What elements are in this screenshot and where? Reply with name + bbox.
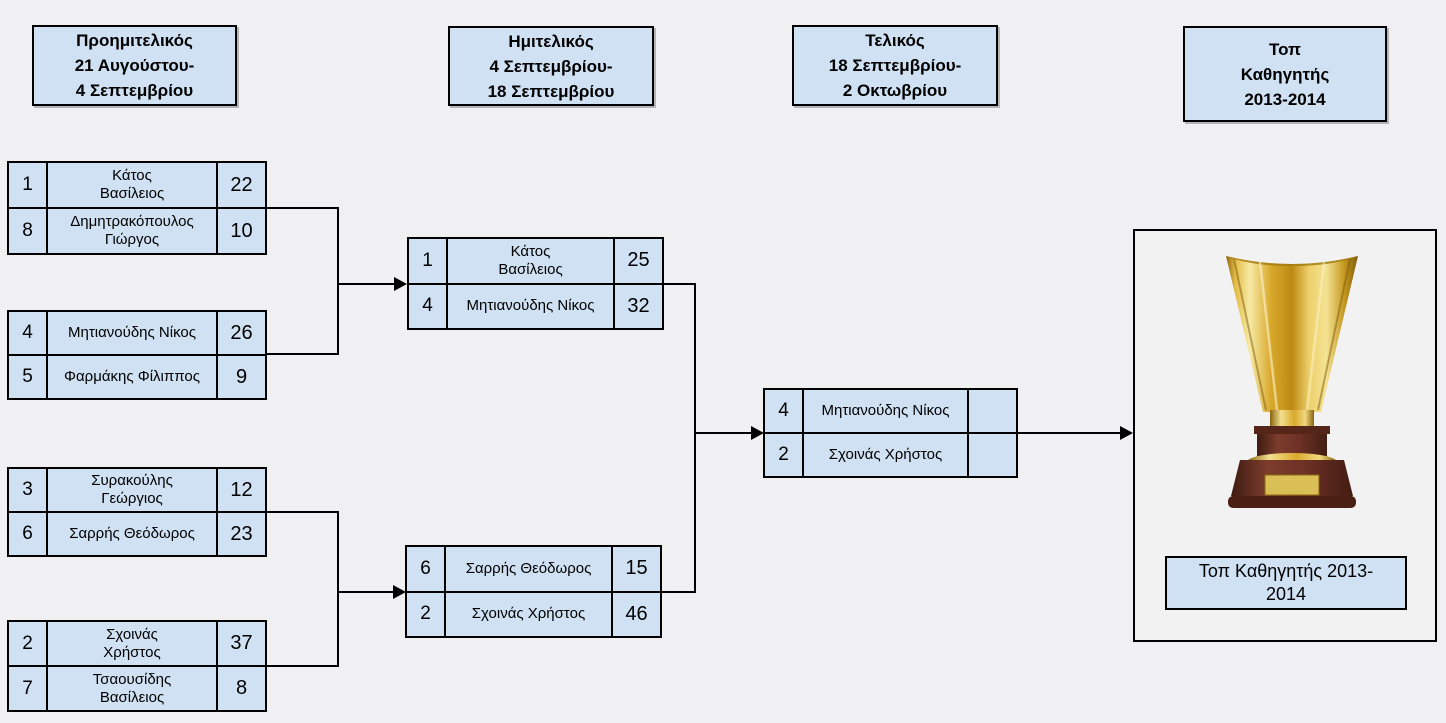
player-score: 26 <box>216 312 265 354</box>
player-name: Σχοινάς Χρήστος <box>103 625 161 661</box>
player-seed: 4 <box>765 390 804 432</box>
match-row: 7 Τσαουσίδης Βασίλειος 8 <box>9 665 265 710</box>
player-seed: 4 <box>9 312 48 354</box>
header-final-round: Τελικός 18 Σεπτεμβρίου- 2 Οκτωβρίου <box>792 25 998 106</box>
match-row: 6 Σαρρής Θεόδωρος 15 <box>407 547 660 591</box>
match-row: 2 Σχοινάς Χρήστος <box>765 432 1016 476</box>
player-seed: 6 <box>407 547 446 591</box>
player-score: 25 <box>613 239 662 283</box>
player-score: 23 <box>216 513 265 555</box>
player-seed: 1 <box>9 163 48 207</box>
player-name: Κάτος Βασίλειος <box>498 242 563 278</box>
player-score: 15 <box>611 547 660 591</box>
match-row: 2 Σχοινάς Χρήστος 46 <box>407 590 660 636</box>
player-score: 10 <box>216 209 265 253</box>
player-score <box>967 434 1016 476</box>
player-name: Τσαουσίδης Βασίλειος <box>92 670 172 706</box>
champion-panel: Τοπ Καθηγητής 2013- 2014 <box>1133 229 1437 642</box>
player-seed: 5 <box>9 356 48 398</box>
player-seed: 2 <box>9 622 48 665</box>
player-name: Φαρμάκης Φίλιππος <box>64 368 200 385</box>
header-quarterfinal-round: Προημιτελικός 21 Αυγούστου- 4 Σεπτεμβρίο… <box>32 25 237 106</box>
match-row: 6 Σαρρής Θεόδωρος 23 <box>9 511 265 555</box>
header-champion-title: Τοπ Καθηγητής 2013-2014 <box>1183 26 1387 122</box>
player-name: Συρακούλης Γεώργιος <box>91 472 173 507</box>
match-row: 4 Μητιανούδης Νίκος 26 <box>9 312 265 354</box>
match-quarterfinal-4: 2 Σχοινάς Χρήστος 37 7 Τσαουσίδης Βασίλε… <box>7 620 267 712</box>
match-quarterfinal-3: 3 Συρακούλης Γεώργιος 12 6 Σαρρής Θεόδωρ… <box>7 467 267 557</box>
match-quarterfinal-2: 4 Μητιανούδης Νίκος 26 5 Φαρμάκης Φίλιππ… <box>7 310 267 400</box>
match-row: 2 Σχοινάς Χρήστος 37 <box>9 622 265 665</box>
player-score: 12 <box>216 469 265 511</box>
player-score: 8 <box>216 667 265 710</box>
match-final: 4 Μητιανούδης Νίκος 2 Σχοινάς Χρήστος <box>763 388 1018 478</box>
player-seed: 1 <box>409 239 448 283</box>
player-seed: 8 <box>9 209 48 253</box>
match-semifinal-1: 1 Κάτος Βασίλειος 25 4 Μητιανούδης Νίκος… <box>407 237 664 330</box>
player-seed: 2 <box>407 592 446 636</box>
player-name: Μητιανούδης Νίκος <box>821 402 950 419</box>
match-row: 8 Δημητρακόπουλος Γιώργος 10 <box>9 207 265 253</box>
match-row: 4 Μητιανούδης Νίκος 32 <box>409 282 662 328</box>
player-score: 37 <box>216 622 265 665</box>
player-seed: 6 <box>9 513 48 555</box>
player-score <box>967 390 1016 432</box>
player-name: Σαρρής Θεόδωρος <box>465 559 592 577</box>
champion-label: Τοπ Καθηγητής 2013- 2014 <box>1165 556 1407 610</box>
match-row: 5 Φαρμάκης Φίλιππος 9 <box>9 354 265 398</box>
match-row: 1 Κάτος Βασίλειος 22 <box>9 163 265 207</box>
player-name: Δημητρακόπουλος Γιώργος <box>70 213 194 248</box>
player-seed: 2 <box>765 434 804 476</box>
player-name: Μητιανούδης Νίκος <box>466 297 595 315</box>
player-score: 22 <box>216 163 265 207</box>
player-name: Σχοινάς Χρήστος <box>471 605 586 623</box>
player-name: Μητιανούδης Νίκος <box>68 324 196 341</box>
player-name: Σαρρής Θεόδωρος <box>69 525 195 542</box>
player-seed: 7 <box>9 667 48 710</box>
header-semifinal-round: Ημιτελικός 4 Σεπτεμβρίου- 18 Σεπτεμβρίου <box>448 26 654 106</box>
player-score: 46 <box>611 592 660 636</box>
player-seed: 3 <box>9 469 48 511</box>
player-score: 9 <box>216 356 265 398</box>
player-score: 32 <box>613 284 662 328</box>
match-semifinal-2: 6 Σαρρής Θεόδωρος 15 2 Σχοινάς Χρήστος 4… <box>405 545 662 638</box>
player-seed: 4 <box>409 284 448 328</box>
match-row: 4 Μητιανούδης Νίκος <box>765 390 1016 432</box>
match-row: 3 Συρακούλης Γεώργιος 12 <box>9 469 265 511</box>
player-name: Σχοινάς Χρήστος <box>828 446 943 463</box>
player-name: Κάτος Βασίλειος <box>99 167 165 202</box>
trophy-icon <box>1226 256 1358 508</box>
match-row: 1 Κάτος Βασίλειος 25 <box>409 239 662 283</box>
match-quarterfinal-1: 1 Κάτος Βασίλειος 22 8 Δημητρακόπουλος Γ… <box>7 161 267 255</box>
